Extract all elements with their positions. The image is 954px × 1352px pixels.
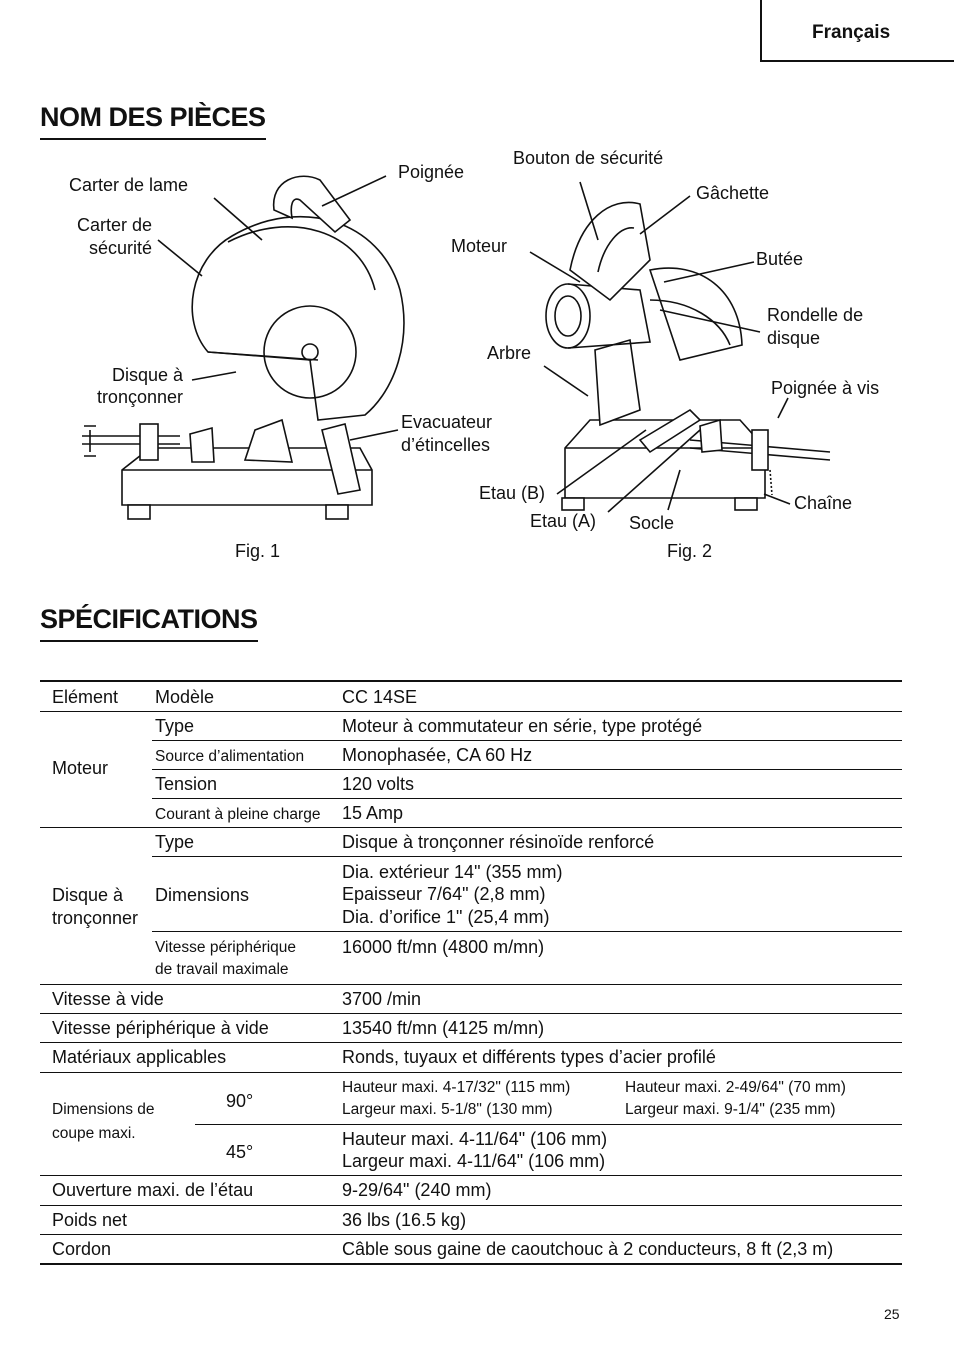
fig2-caption: Fig. 2 <box>667 541 713 561</box>
label-poignee-vis: Poignée à vis <box>771 378 880 398</box>
specs-heading: SPÉCIFICATIONS <box>40 602 258 642</box>
label-carter-securite-2: sécurité <box>88 238 152 258</box>
spec-vitesse-trav-1: Vitesse périphérique <box>155 939 297 956</box>
spec-dimensions-label: Dimensions <box>155 885 250 905</box>
spec-source-value: Monophasée, CA 60 Hz <box>342 745 533 765</box>
spec-tension-label: Tension <box>155 774 218 794</box>
spec-disque-2: tronçonner <box>52 908 139 928</box>
label-rondelle-2: disque <box>767 328 821 348</box>
spec-dim-2: Epaisseur 7/64" (2,8 mm) <box>342 884 546 904</box>
spec-vitesse-trav-2: de travail maximale <box>155 961 289 978</box>
label-gachette: Gâchette <box>696 183 770 203</box>
spec-vitesse-per-vide-value: 13540 ft/mn (4125 m/mn) <box>342 1018 545 1038</box>
spec-cordon-value: Câble sous gaine de caoutchouc à 2 condu… <box>342 1239 834 1259</box>
fig1-caption: Fig. 1 <box>235 541 281 561</box>
label-disque-2: tronçonner <box>96 387 183 407</box>
spec-moteur-type-label: Type <box>155 716 195 736</box>
spec-source-label: Source d’alimentation <box>155 748 305 765</box>
language-tab: Français <box>760 0 954 62</box>
label-evacuateur-1: Evacuateur <box>401 412 493 432</box>
label-rondelle-1: Rondelle de <box>767 305 864 325</box>
spec-poids-value: 36 lbs (16.5 kg) <box>342 1210 467 1230</box>
spec-modele-label: Modèle <box>155 687 215 707</box>
spec-c90-l1: Largeur maxi. 5-1/8" (130 mm) <box>342 1101 553 1118</box>
fig2-saw-drawing <box>529 181 831 513</box>
spec-disque-type-value: Disque à tronçonner résinoïde renforcé <box>342 832 655 852</box>
spec-materiaux-label: Matériaux applicables <box>52 1047 227 1067</box>
spec-poids-label: Poids net <box>52 1210 128 1230</box>
spec-angle-45: 45° <box>226 1142 254 1162</box>
spec-c90-h2: Hauteur maxi. 2-49/64" (70 mm) <box>625 1079 846 1096</box>
spec-dim-1: Dia. extérieur 14" (355 mm) <box>342 862 563 882</box>
spec-vitesse-per-vide-label: Vitesse périphérique à vide <box>52 1018 269 1038</box>
language-label: Français <box>812 22 891 43</box>
spec-c45-h: Hauteur maxi. 4-11/64" (106 mm) <box>342 1129 608 1149</box>
spec-moteur-type-value: Moteur à commutateur en série, type prot… <box>342 716 703 736</box>
spec-tension-value: 120 volts <box>342 774 415 794</box>
spec-coupe-1: Dimensions de <box>52 1101 155 1118</box>
fig1-saw-drawing <box>82 175 405 520</box>
spec-courant-value: 15 Amp <box>342 803 404 823</box>
label-socle: Socle <box>629 513 675 533</box>
spec-element: Elément <box>52 687 119 707</box>
spec-disque-1: Disque à <box>52 885 124 905</box>
label-etau-b: Etau (B) <box>479 483 546 503</box>
page-number: 25 <box>884 1306 900 1322</box>
spec-vitesse-trav-value: 16000 ft/mn (4800 m/mn) <box>342 937 545 957</box>
label-etau-a: Etau (A) <box>530 511 597 531</box>
label-arbre: Arbre <box>487 343 532 363</box>
label-butee: Butée <box>756 249 804 269</box>
spec-c90-l2: Largeur maxi. 9-1/4" (235 mm) <box>625 1101 836 1118</box>
label-carter-lame: Carter de lame <box>69 175 189 195</box>
spec-materiaux-value: Ronds, tuyaux et différents types d’acie… <box>342 1047 716 1067</box>
label-poignee: Poignée <box>398 162 465 182</box>
spec-angle-90: 90° <box>226 1091 254 1111</box>
spec-moteur: Moteur <box>52 758 109 778</box>
spec-modele-value: CC 14SE <box>342 687 418 707</box>
label-chaine: Chaîne <box>794 493 853 513</box>
spec-coupe-2: coupe maxi. <box>52 1125 136 1142</box>
spec-c90-h1: Hauteur maxi. 4-17/32" (115 mm) <box>342 1079 571 1096</box>
label-moteur: Moteur <box>451 236 508 256</box>
parts-heading: NOM DES PIÈCES <box>40 100 266 140</box>
parts-illustration <box>82 175 831 520</box>
spec-vitesse-vide-value: 3700 /min <box>342 989 422 1009</box>
spec-cordon-label: Cordon <box>52 1239 112 1259</box>
label-evacuateur-2: d’étincelles <box>401 435 491 455</box>
spec-ouverture-label: Ouverture maxi. de l’étau <box>52 1180 254 1200</box>
spec-disque-type-label: Type <box>155 832 195 852</box>
spec-courant-label: Courant à pleine charge <box>155 806 321 823</box>
spec-ouverture-value: 9-29/64" (240 mm) <box>342 1180 492 1200</box>
spec-c45-l: Largeur maxi. 4-11/64" (106 mm) <box>342 1151 606 1171</box>
spec-vitesse-vide-label: Vitesse à vide <box>52 989 164 1009</box>
label-bouton-securite: Bouton de sécurité <box>513 148 664 168</box>
label-disque-1: Disque à <box>111 365 183 385</box>
spec-dim-3: Dia. d’orifice 1" (25,4 mm) <box>342 907 550 927</box>
label-carter-securite-1: Carter de <box>76 215 152 235</box>
